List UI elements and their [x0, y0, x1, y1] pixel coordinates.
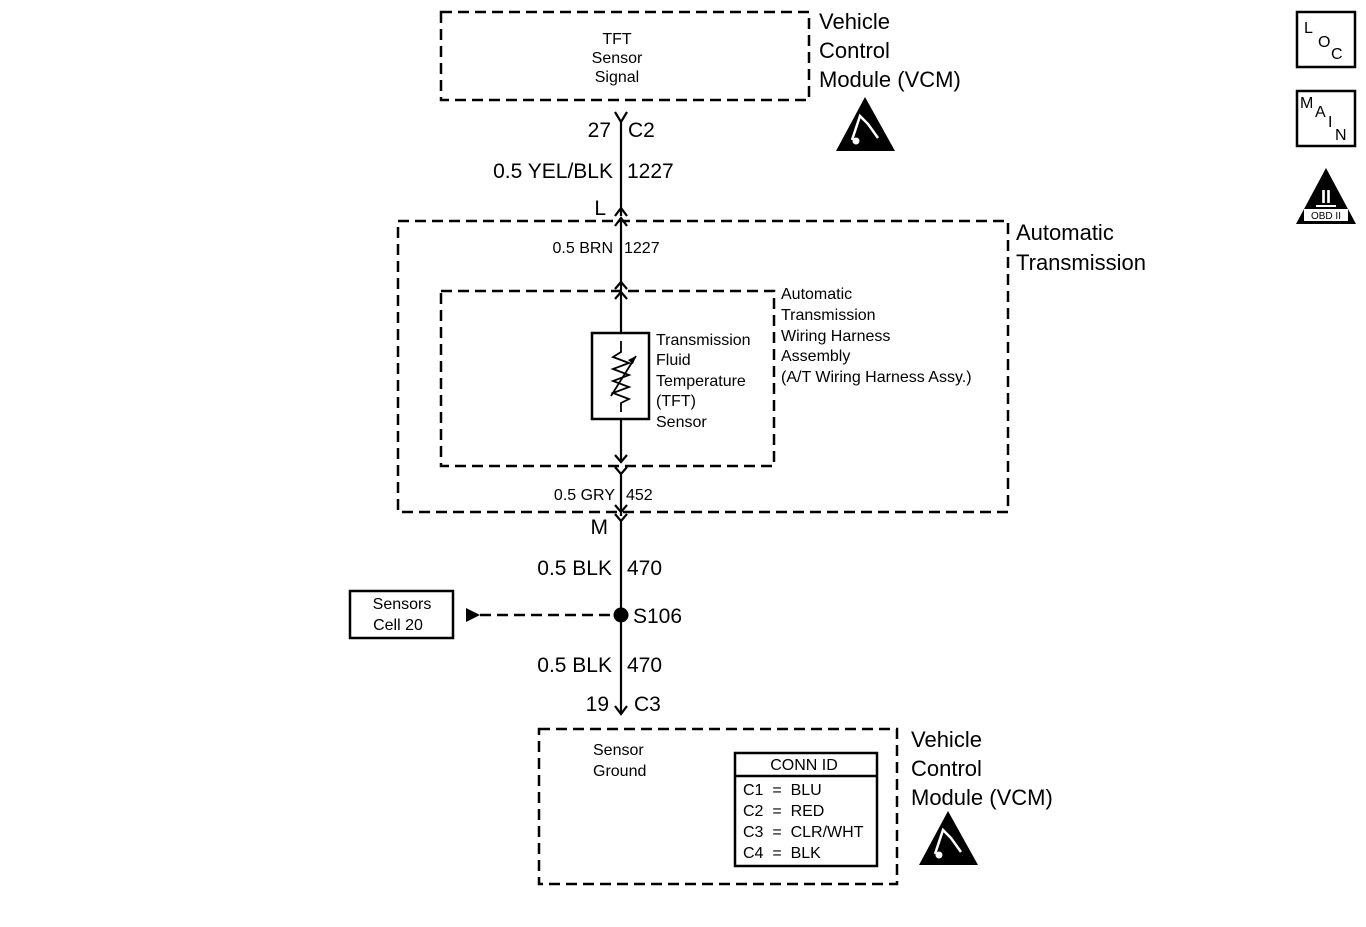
splice-s106-id: S106 [633, 605, 682, 628]
transmission-box [396, 219, 1010, 514]
vcm-bottom-box [537, 727, 899, 886]
harness-label-line-3: Wiring Harness [781, 328, 890, 345]
conn-id-title: CONN ID [770, 757, 838, 774]
conn-id-row: C4 = BLK [743, 845, 821, 862]
tft-sensor-label-line-3: Temperature [656, 373, 746, 390]
ref-box-line-2: Cell 20 [373, 617, 423, 634]
vcm-top-circuit-line-1: TFT [602, 31, 632, 48]
esd-warning-icon [919, 811, 978, 865]
transmission-label-line-1: Automatic [1016, 220, 1114, 245]
wire-470-upper-color: 0.5 BLK [537, 557, 612, 580]
wire-452-circuit: 452 [626, 487, 653, 504]
main-icon[interactable]: M A I N [1295, 89, 1357, 148]
sensors-cell-20-link[interactable]: Sensors Cell 20 [348, 589, 455, 640]
tft-sensor-label-line-1: Transmission [656, 332, 751, 349]
conn-id-table: CONN ID C1 = BLU C2 = RED C3 = CLR/WHT C… [733, 751, 879, 868]
vcm-bottom-circuit-line-1: Sensor [593, 742, 644, 759]
svg-text:C: C [1331, 46, 1343, 63]
connector-c3-symbol [614, 705, 628, 716]
vcm-bottom-label-line-2: Control [911, 756, 982, 781]
wire-470-lower-circuit: 470 [627, 654, 662, 677]
loc-icon[interactable]: L O C [1295, 10, 1357, 69]
harness-connector-lower-inner [614, 454, 628, 464]
svg-text:II: II [1321, 187, 1331, 207]
connector-l-upper-symbol [614, 206, 628, 217]
harness-connector-upper-outer [614, 280, 628, 290]
thermistor-icon [610, 341, 637, 412]
connector-c3-id: C3 [634, 693, 661, 716]
harness-label-line-5: (A/T Wiring Harness Assy.) [781, 369, 972, 386]
svg-text:I: I [1328, 114, 1332, 131]
splice-s106-dot [613, 607, 629, 623]
vcm-top-label-line-3: Module (VCM) [819, 67, 961, 92]
harness-label-line-1: Automatic [781, 286, 852, 303]
wire-1227-upper-circuit: 1227 [627, 160, 674, 183]
svg-text:N: N [1335, 127, 1347, 144]
tft-sensor-label-line-4: (TFT) [656, 393, 696, 410]
svg-text:A: A [1315, 104, 1326, 121]
vcm-top-circuit-line-3: Signal [595, 69, 639, 86]
vcm-top-circuit-line-2: Sensor [592, 50, 643, 67]
svg-text:L: L [1304, 20, 1313, 37]
wire-452-color: 0.5 GRY [554, 487, 615, 504]
svg-text:M: M [1300, 95, 1313, 112]
transmission-label-line-2: Transmission [1016, 250, 1146, 275]
vcm-bottom-label-line-3: Module (VCM) [911, 785, 1053, 810]
wire-470-lower-color: 0.5 BLK [537, 654, 612, 677]
connector-c2-pin: 27 [588, 119, 611, 142]
wire-470-upper-circuit: 470 [627, 557, 662, 580]
reference-arrow-icon [466, 608, 480, 622]
harness-connector-lower-outer [614, 466, 628, 476]
vcm-top-label-line-1: Vehicle [819, 9, 890, 34]
conn-id-row: C2 = RED [743, 803, 824, 820]
wire-1227-inner-circuit: 1227 [624, 240, 660, 257]
connector-m-upper-symbol [614, 504, 628, 514]
connector-l-id: L [594, 197, 606, 220]
svg-text:OBD II: OBD II [1311, 211, 1341, 222]
conn-id-row: C3 = CLR/WHT [743, 824, 864, 841]
connector-c2-symbol [614, 111, 628, 125]
esd-warning-icon [836, 97, 895, 151]
connector-c2-id: C2 [628, 119, 655, 142]
harness-label-line-2: Transmission [781, 307, 876, 324]
vcm-top-label-line-2: Control [819, 38, 890, 63]
tft-sensor-label-line-2: Fluid [656, 352, 691, 369]
connector-c3-pin: 19 [586, 693, 609, 716]
harness-label-line-4: Assembly [781, 348, 850, 365]
tft-sensor-label-line-5: Sensor [656, 414, 707, 431]
vcm-bottom-label-line-1: Vehicle [911, 727, 982, 752]
vcm-bottom-circuit-line-2: Ground [593, 763, 646, 780]
wire-1227-inner-color: 0.5 BRN [553, 240, 613, 257]
ref-box-line-1: Sensors [373, 596, 432, 613]
harness-box [439, 289, 776, 468]
vcm-top-box [439, 10, 811, 102]
wire-1227-upper-color: 0.5 YEL/BLK [493, 160, 613, 183]
svg-text:O: O [1318, 34, 1330, 51]
connector-m-id: M [591, 516, 609, 539]
obd-ii-icon[interactable]: II OBD II [1296, 168, 1356, 224]
conn-id-row: C1 = BLU [743, 782, 822, 799]
